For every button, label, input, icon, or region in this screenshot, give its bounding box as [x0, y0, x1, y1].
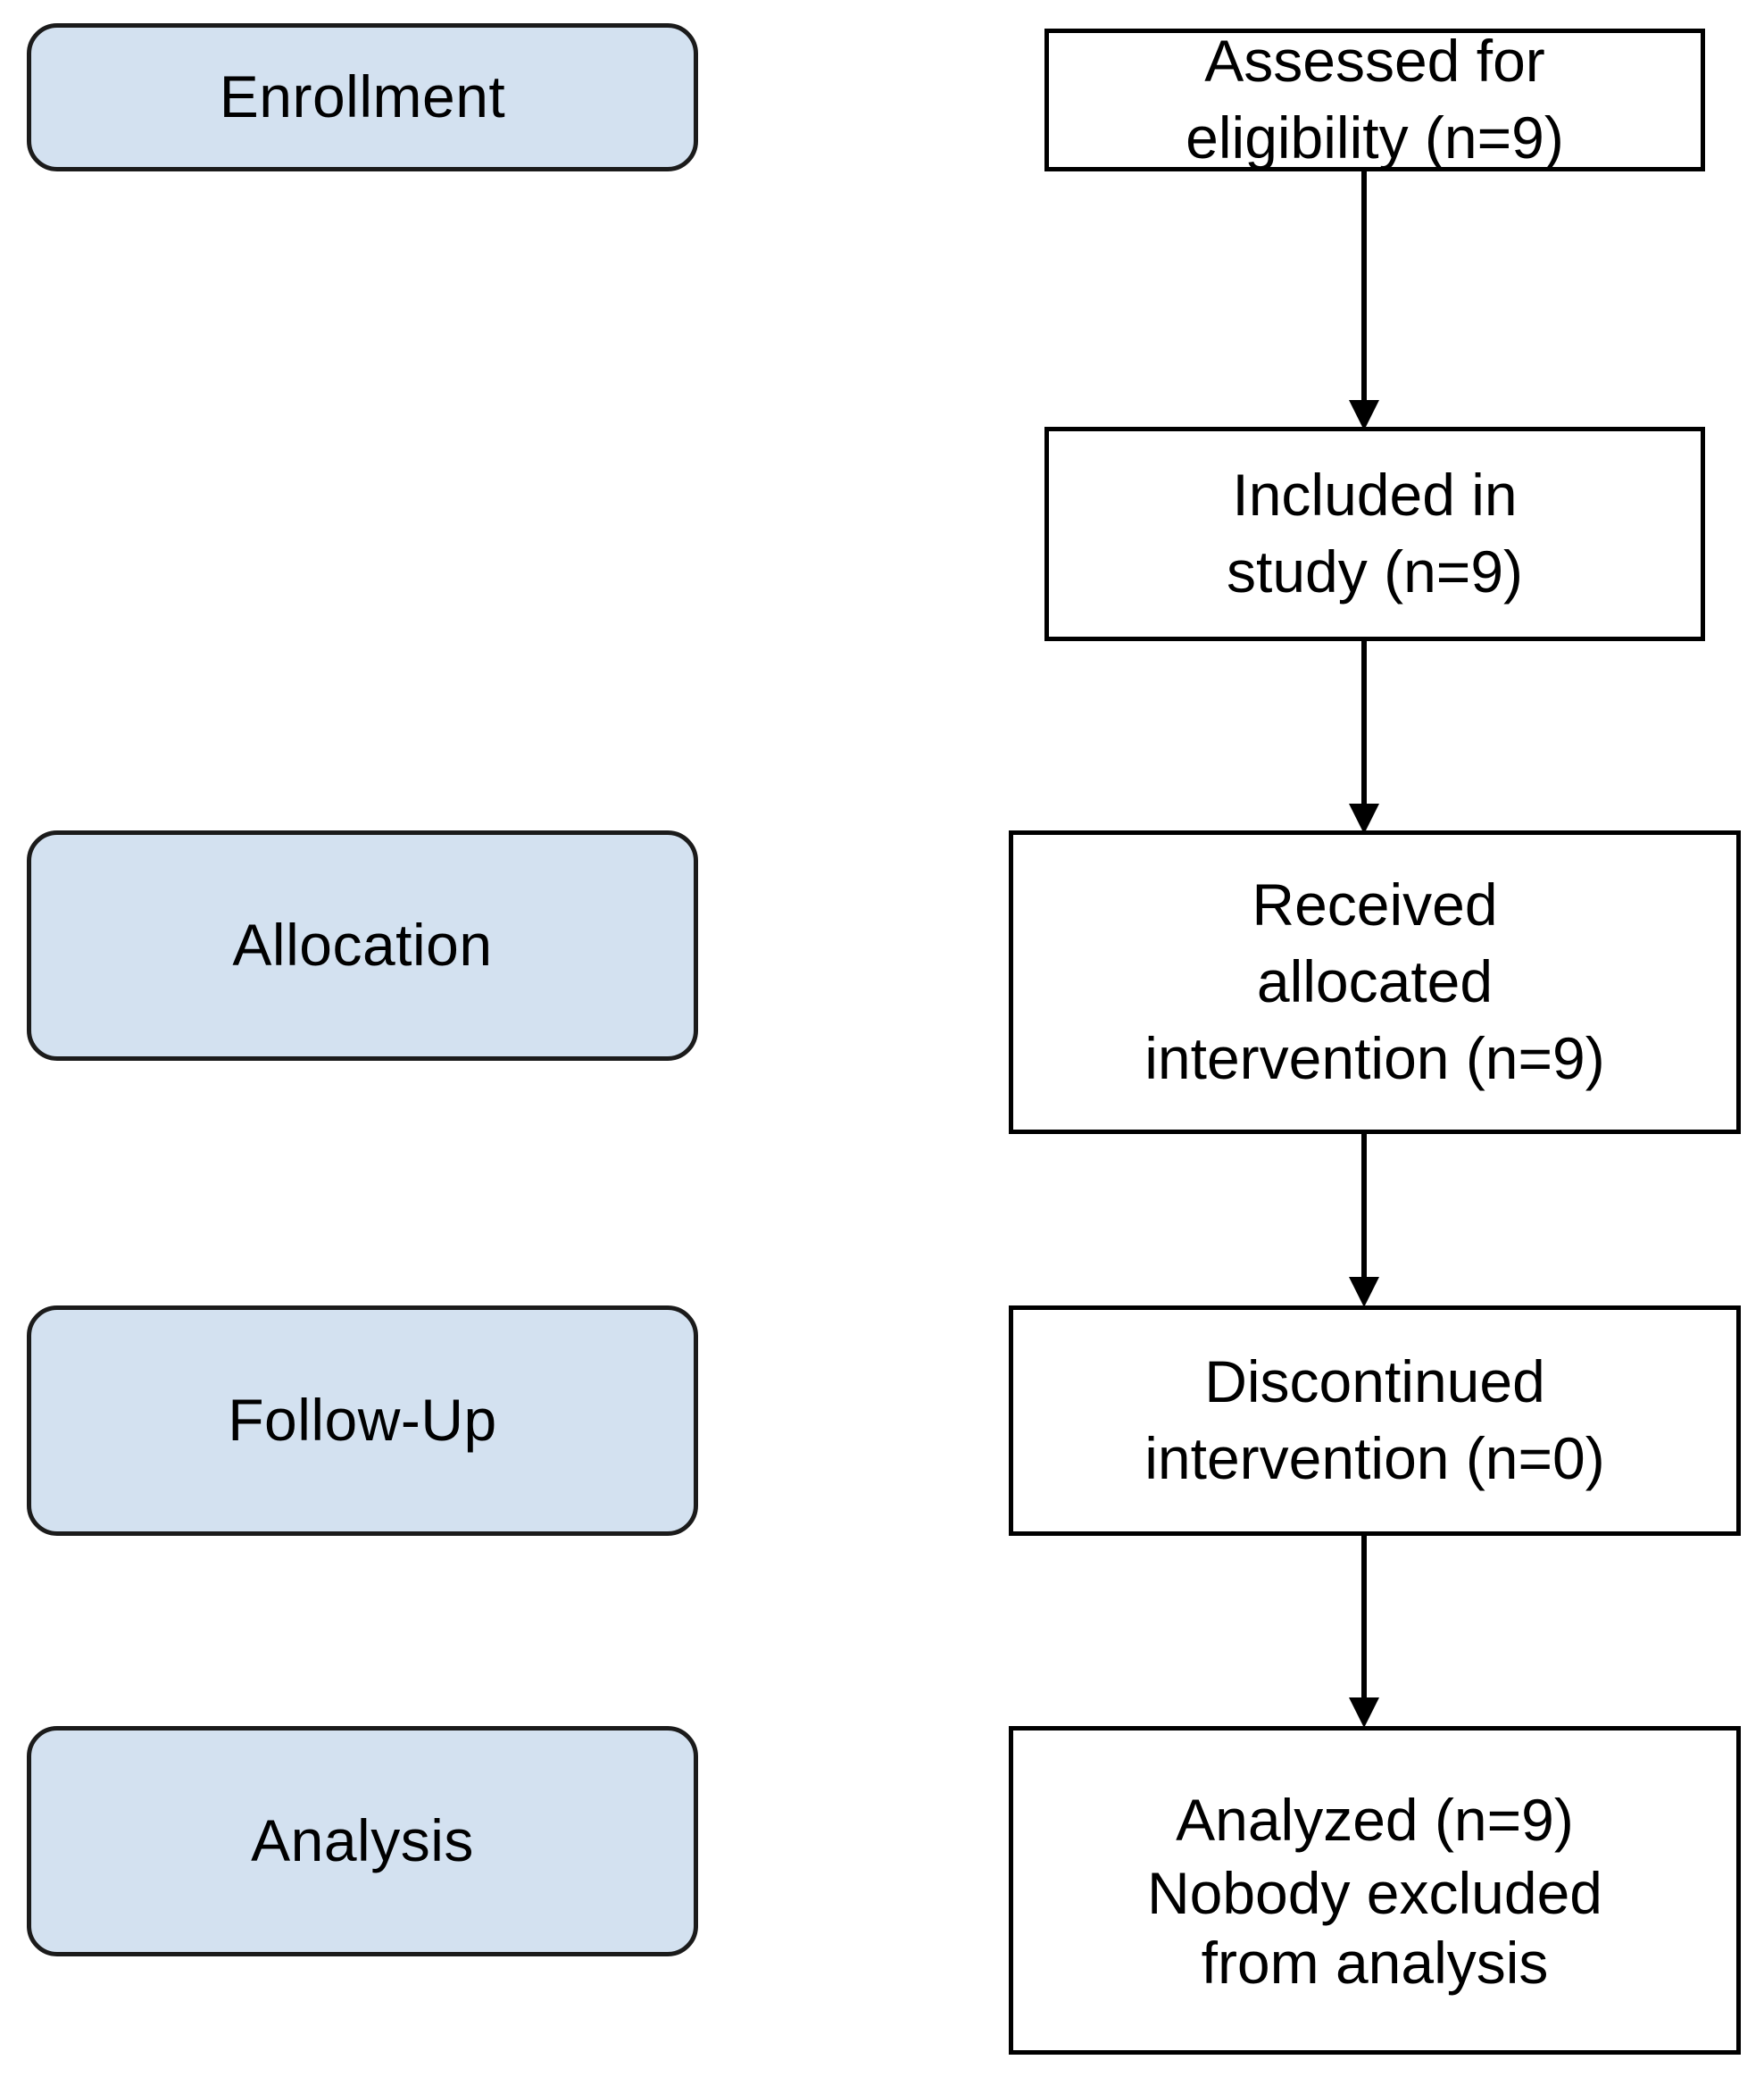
stage-label-enrollment: Enrollment — [27, 23, 698, 171]
stage-label-analysis: Analysis — [27, 1726, 698, 1956]
stage-label-text: Follow-Up — [228, 1387, 497, 1454]
flow-box-line: Received — [1252, 872, 1498, 938]
flow-box-analyzed: Analyzed (n=9) Nobody excluded from anal… — [1009, 1726, 1741, 2055]
flow-box-line: Discontinued — [1204, 1348, 1545, 1415]
flow-box-line: eligibility (n=9) — [1186, 104, 1564, 171]
flow-box-received-allocated-intervention: Received allocated intervention (n=9) — [1009, 830, 1741, 1134]
stage-label-follow-up: Follow-Up — [27, 1305, 698, 1536]
flow-box-line: allocated — [1256, 948, 1494, 1015]
arrow-down-icon — [1339, 641, 1389, 834]
flow-box-discontinued-intervention: Discontinued intervention (n=0) — [1009, 1305, 1741, 1536]
flow-box-assessed-for-eligibility: Assessed for eligibility (n=9) — [1044, 28, 1705, 171]
flow-box-line: intervention (n=9) — [1144, 1024, 1605, 1091]
flow-box-line: intervention (n=0) — [1144, 1425, 1605, 1491]
arrow-down-icon — [1339, 171, 1389, 430]
flow-box-line: Nobody excluded — [1146, 1860, 1603, 1927]
flow-box-line: Assessed for — [1204, 28, 1545, 95]
stage-label-text: Analysis — [251, 1807, 474, 1874]
flow-box-line: Analyzed (n=9) — [1176, 1787, 1574, 1854]
flow-box-line: from analysis — [1201, 1929, 1549, 1996]
flow-box-line: study (n=9) — [1227, 538, 1523, 605]
arrow-down-icon — [1339, 1536, 1389, 1728]
stage-label-allocation: Allocation — [27, 830, 698, 1061]
stage-label-text: Allocation — [232, 912, 493, 979]
arrow-down-icon — [1339, 1134, 1389, 1307]
flow-box-line: Included in — [1232, 462, 1518, 529]
stage-label-text: Enrollment — [219, 63, 506, 130]
flow-box-included-in-study: Included in study (n=9) — [1044, 427, 1705, 641]
